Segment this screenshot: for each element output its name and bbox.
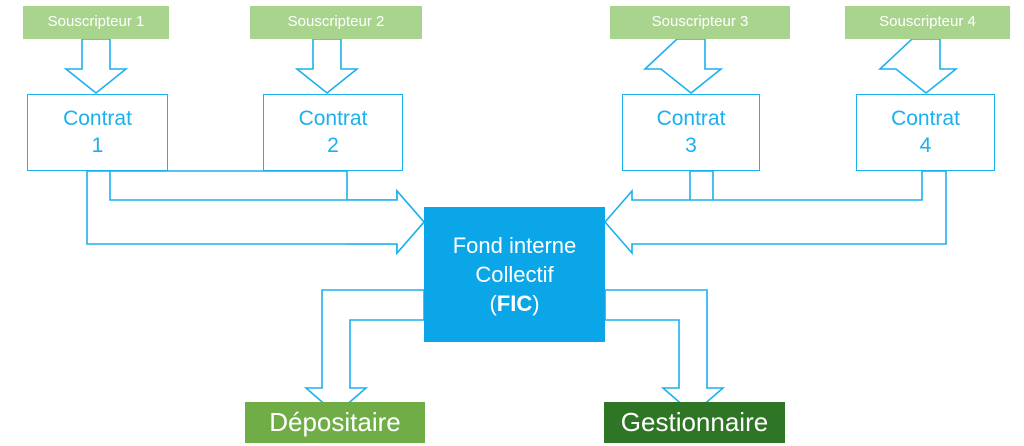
contract-label-1-line2: 1 <box>91 133 104 157</box>
depositaire-box[interactable]: Dépositaire <box>245 402 425 443</box>
arrow-subscriber-1-to-contract-1 <box>63 38 129 95</box>
subscriber-label-1: Souscripteur 1 <box>47 13 145 31</box>
subscriber-label-4: Souscripteur 4 <box>879 13 976 31</box>
contract-label-3-line1: Contrat <box>656 107 726 131</box>
contract-label-3-line2: 3 <box>685 133 697 157</box>
arrow-subscriber-4-to-contract-4 <box>877 38 959 95</box>
subscriber-label-3: Souscripteur 3 <box>651 13 749 31</box>
subscriber-label-2: Souscripteur 2 <box>287 13 385 31</box>
contract-label-4-line1: Contrat <box>891 107 960 131</box>
contract-box-1[interactable]: Contrat 1 <box>27 94 168 171</box>
contract-box-2[interactable]: Contrat 2 <box>263 94 403 171</box>
contract-label-1-line1: Contrat <box>63 107 132 131</box>
arrow-contracts-lower-left-to-fund <box>86 170 426 256</box>
arrow-contracts-lower-right-to-fund <box>603 170 947 256</box>
arrow-subscriber-2-to-contract-2 <box>294 38 360 95</box>
subscriber-box-4[interactable]: Souscripteur 4 <box>845 6 1010 39</box>
arrow-subscriber-3-to-contract-3 <box>642 38 724 95</box>
contract-label-2-line1: Contrat <box>298 107 368 131</box>
subscriber-box-1[interactable]: Souscripteur 1 <box>23 6 169 39</box>
arrow-fund-to-gestionnaire <box>604 289 726 416</box>
contract-label-2-line2: 2 <box>327 133 339 157</box>
arrow-fund-to-depositaire <box>303 289 425 416</box>
gestionnaire-label: Gestionnaire <box>620 407 769 437</box>
depositaire-label: Dépositaire <box>269 407 401 437</box>
contract-box-4[interactable]: Contrat 4 <box>856 94 995 171</box>
fund-box-fic[interactable]: Fond interne Collectif (FIC) <box>424 207 605 342</box>
fund-label-line2: Collectif <box>475 261 554 287</box>
fund-acronym-open-paren: ( <box>489 291 497 317</box>
subscriber-box-2[interactable]: Souscripteur 2 <box>250 6 422 39</box>
fund-acronym: FIC <box>496 291 533 317</box>
gestionnaire-box[interactable]: Gestionnaire <box>604 402 785 443</box>
contract-box-3[interactable]: Contrat 3 <box>622 94 760 171</box>
fund-acronym-close-paren: ) <box>532 291 540 317</box>
fund-label-line3: (FIC) <box>489 289 539 318</box>
contract-label-4-line2: 4 <box>919 133 932 157</box>
fund-label-line1: Fond interne <box>452 232 577 258</box>
subscriber-box-3[interactable]: Souscripteur 3 <box>610 6 790 39</box>
